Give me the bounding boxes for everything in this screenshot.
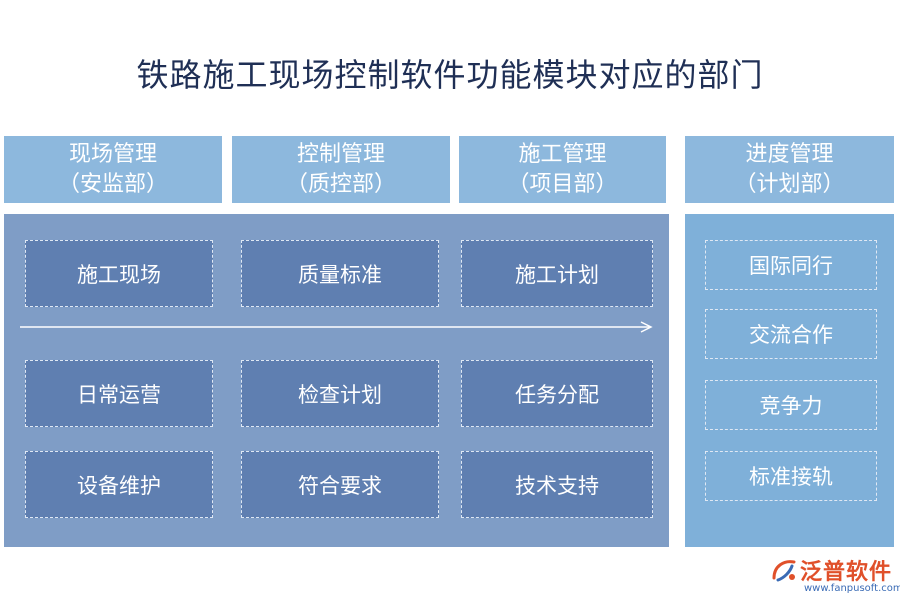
page-title: 铁路施工现场控制软件功能模块对应的部门 xyxy=(136,56,764,94)
module-cell: 国际同行 xyxy=(705,240,877,290)
module-cell: 标准接轨 xyxy=(705,451,877,501)
module-cell: 施工现场 xyxy=(25,240,213,307)
module-cell: 竞争力 xyxy=(705,380,877,430)
brand-name: 泛普软件 xyxy=(800,560,893,585)
header-department: （安监部） xyxy=(57,172,168,197)
header-label: 控制管理 xyxy=(296,142,385,167)
module-cell: 设备维护 xyxy=(25,451,213,518)
module-cell: 质量标准 xyxy=(241,240,439,307)
header-construction-management: 施工管理 （项目部） xyxy=(459,136,666,203)
header-department: （计划部） xyxy=(734,172,845,197)
header-site-management: 现场管理 （安监部） xyxy=(4,136,222,203)
module-cell: 交流合作 xyxy=(705,309,877,359)
brand-logo: 泛普软件 www.fanpusoft.com xyxy=(770,554,900,596)
module-cell: 符合要求 xyxy=(241,451,439,518)
module-cell: 任务分配 xyxy=(461,360,653,427)
module-cell: 检查计划 xyxy=(241,360,439,427)
header-label: 现场管理 xyxy=(68,142,157,167)
header-department: （质控部） xyxy=(285,172,396,197)
header-control-management: 控制管理 （质控部） xyxy=(232,136,450,203)
header-label: 进度管理 xyxy=(745,142,834,167)
right-arrow-icon xyxy=(20,321,653,333)
module-cell: 日常运营 xyxy=(25,360,213,427)
module-cell: 施工计划 xyxy=(461,240,653,307)
header-progress-management: 进度管理 （计划部） xyxy=(685,136,894,203)
header-label: 施工管理 xyxy=(518,142,607,167)
module-cell: 技术支持 xyxy=(461,451,653,518)
fanpu-logo-icon xyxy=(772,560,796,582)
brand-url: www.fanpusoft.com xyxy=(804,583,900,594)
header-department: （项目部） xyxy=(507,172,618,197)
